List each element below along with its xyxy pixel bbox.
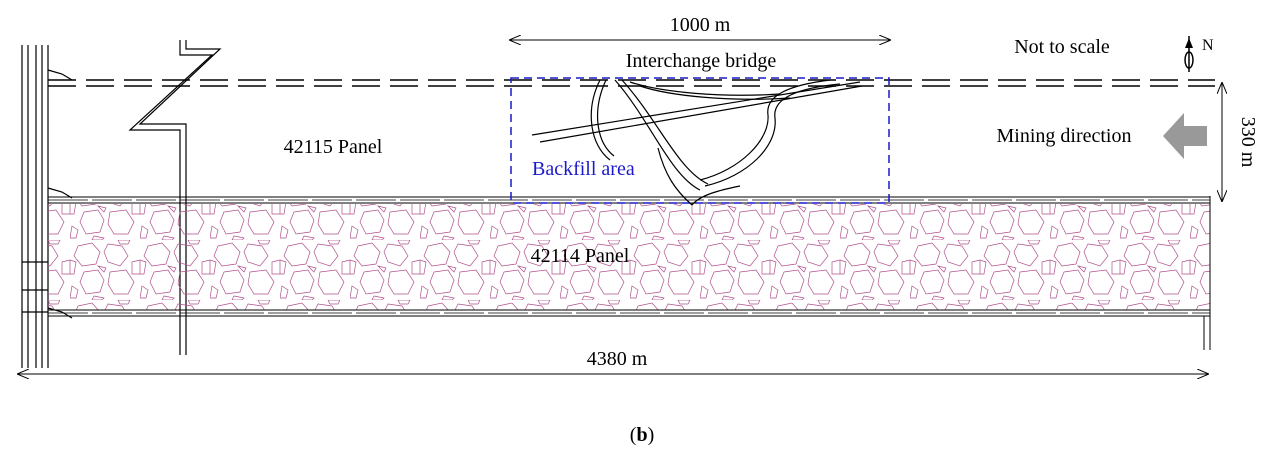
total-length-dimension: 4380 m <box>18 348 1208 374</box>
lower-panel-goaf <box>48 204 1210 310</box>
north-label: N <box>1202 37 1214 54</box>
total-length-label: 4380 m <box>587 348 648 370</box>
middle-gateroad <box>48 196 1210 204</box>
figure-caption: (b) <box>630 424 654 446</box>
panel-width-dimension: 330 m <box>1222 83 1259 201</box>
bottom-gateroad <box>48 196 1211 350</box>
interchange-bridge-sketch <box>531 79 863 206</box>
top-dimension: 1000 m <box>510 14 890 40</box>
mining-direction-label: Mining direction <box>997 125 1132 147</box>
upper-panel-label: 42115 Panel <box>284 136 383 158</box>
backfill-area-box <box>510 77 890 204</box>
top-dimension-label: 1000 m <box>670 14 731 36</box>
lower-panel-label: 42114 Panel <box>531 245 630 267</box>
interchange-bridge-label: Interchange bridge <box>626 50 777 72</box>
backfill-area-label: Backfill area <box>532 158 635 180</box>
panel-width-label: 330 m <box>1237 117 1259 168</box>
top-gateroad <box>48 79 1215 87</box>
mining-direction-arrow-icon <box>1163 113 1207 159</box>
scale-note: Not to scale <box>1014 36 1110 58</box>
north-arrow-icon: N <box>1184 36 1214 72</box>
